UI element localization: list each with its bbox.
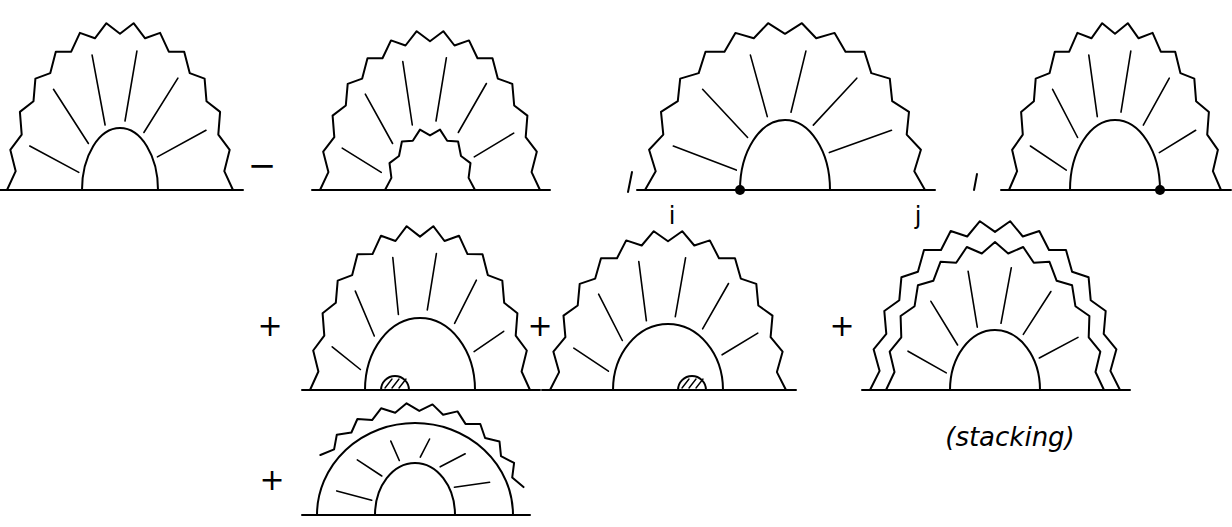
hatch-line	[639, 262, 647, 321]
hatch-line	[1039, 337, 1078, 358]
inner-arch	[613, 324, 723, 390]
hatch-line	[474, 331, 504, 351]
wavy-outer-boundary	[550, 231, 786, 390]
hatch-line	[391, 441, 400, 460]
baseline	[1001, 189, 1231, 191]
hatch-line	[454, 482, 489, 487]
wavy-detached-boundary	[320, 403, 523, 487]
hatch-line	[393, 258, 399, 315]
baseline	[302, 389, 540, 391]
hatch-line	[1001, 268, 1011, 324]
hatch-line	[337, 491, 372, 500]
baseline	[0, 189, 243, 191]
note-label: (stacking)	[945, 424, 1075, 450]
hatch-line	[474, 133, 513, 157]
hatch-line	[1159, 130, 1195, 152]
hatch-line	[455, 280, 477, 323]
hatch-line	[1053, 89, 1078, 137]
endpoint-label: j	[915, 204, 922, 228]
hatch-line	[365, 94, 392, 143]
inner-arch	[950, 330, 1040, 390]
hatch-line	[458, 84, 486, 133]
hatch-line	[703, 89, 748, 137]
hatch-line	[92, 55, 105, 125]
hatched-bump	[678, 376, 706, 390]
inner-arch	[375, 463, 455, 515]
hatch-line	[332, 347, 360, 370]
hatch-line	[436, 58, 446, 121]
wavy-outer-boundary	[320, 31, 540, 190]
hatch-line	[1030, 146, 1066, 170]
hatch-line	[673, 146, 736, 170]
bump-hatch	[682, 379, 689, 388]
hatch-line	[54, 89, 89, 143]
hatch-line	[1121, 51, 1131, 112]
inner-arch	[1070, 120, 1160, 190]
hatch-line	[908, 351, 946, 373]
separator-stroke	[628, 172, 632, 192]
wavy-outer-boundary	[1009, 23, 1221, 190]
marked-point	[1155, 185, 1165, 195]
hatch-line	[968, 271, 977, 327]
hatch-line	[342, 148, 381, 172]
marked-point	[735, 185, 745, 195]
hatch-line	[791, 51, 806, 112]
wavy-stacked-boundary	[886, 242, 1104, 390]
plus-sign: +	[257, 311, 282, 341]
hatch-line	[355, 291, 374, 336]
hatched-bump	[381, 376, 409, 390]
outer-arch	[317, 423, 513, 515]
baseline	[637, 189, 935, 191]
hatch-line	[1143, 78, 1169, 125]
hatch-line	[1089, 55, 1098, 117]
minus-sign: −	[248, 148, 277, 182]
hatch-line	[1023, 292, 1051, 335]
baseline	[862, 389, 1130, 391]
bump-hatch	[392, 379, 399, 388]
hatch-line	[574, 348, 609, 371]
baseline	[302, 514, 530, 516]
hatch-line	[599, 294, 623, 340]
hatch-line	[675, 258, 685, 317]
bump-hatch	[696, 379, 703, 388]
wavy-inner-boundary	[385, 130, 475, 190]
wavy-outer-boundary	[645, 23, 925, 190]
plus-sign: +	[527, 311, 552, 341]
hatch-line	[144, 78, 178, 132]
hatch-line	[750, 55, 767, 117]
separator-stroke	[974, 174, 977, 190]
wavy-outer-boundary	[310, 226, 530, 390]
plus-sign: +	[829, 311, 854, 341]
plus-sign: +	[259, 465, 284, 495]
hatch-line	[403, 62, 413, 125]
baseline	[542, 389, 796, 391]
hatch-line	[722, 333, 758, 355]
hatch-line	[30, 146, 79, 172]
wavy-outer-boundary	[870, 221, 1120, 390]
hatch-line	[157, 130, 206, 157]
hatch-line	[829, 130, 891, 152]
wavy-outer-boundary	[7, 23, 233, 190]
hatch-line	[427, 254, 436, 310]
hatch-line	[931, 301, 958, 345]
bump-hatch	[399, 379, 406, 388]
inner-arch	[740, 120, 830, 190]
hatch-line	[357, 460, 382, 476]
inner-arch	[82, 128, 158, 190]
inner-arch	[365, 318, 475, 390]
hatch-line	[440, 454, 465, 467]
hatch-line	[125, 51, 137, 121]
hatch-line	[420, 439, 429, 457]
baseline	[312, 189, 550, 191]
hatch-line	[813, 78, 857, 125]
endpoint-label: i	[669, 204, 676, 228]
hatch-line	[703, 284, 729, 329]
bump-hatch	[689, 379, 696, 388]
bump-hatch	[385, 379, 392, 388]
